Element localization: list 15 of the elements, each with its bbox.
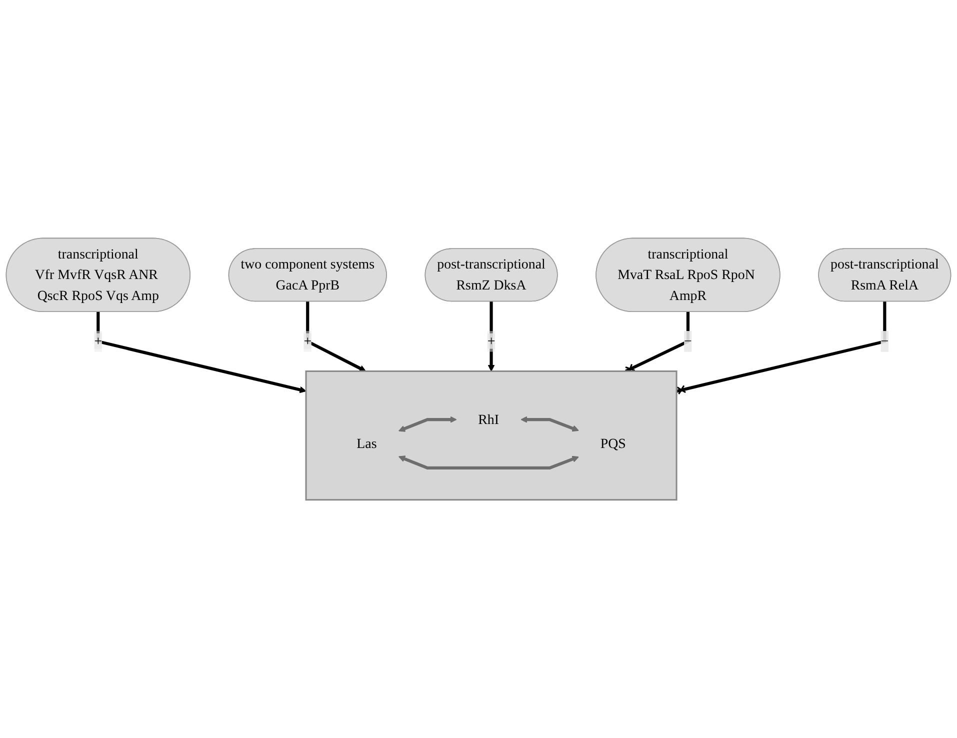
node-text: PQS [600,436,626,452]
node-text: Las [356,436,377,452]
edge-label: + [304,333,312,349]
edge-label: + [487,333,496,349]
node-text: RhI [478,411,499,427]
edge-label: − [880,333,889,349]
edge-label: − [684,333,692,349]
arrow [306,301,366,372]
connector [676,301,886,395]
arrow [398,456,579,470]
cluster [305,370,678,501]
arrow [96,312,306,394]
arrow [520,416,579,432]
edge-label: + [94,333,102,349]
arrow [398,416,457,432]
